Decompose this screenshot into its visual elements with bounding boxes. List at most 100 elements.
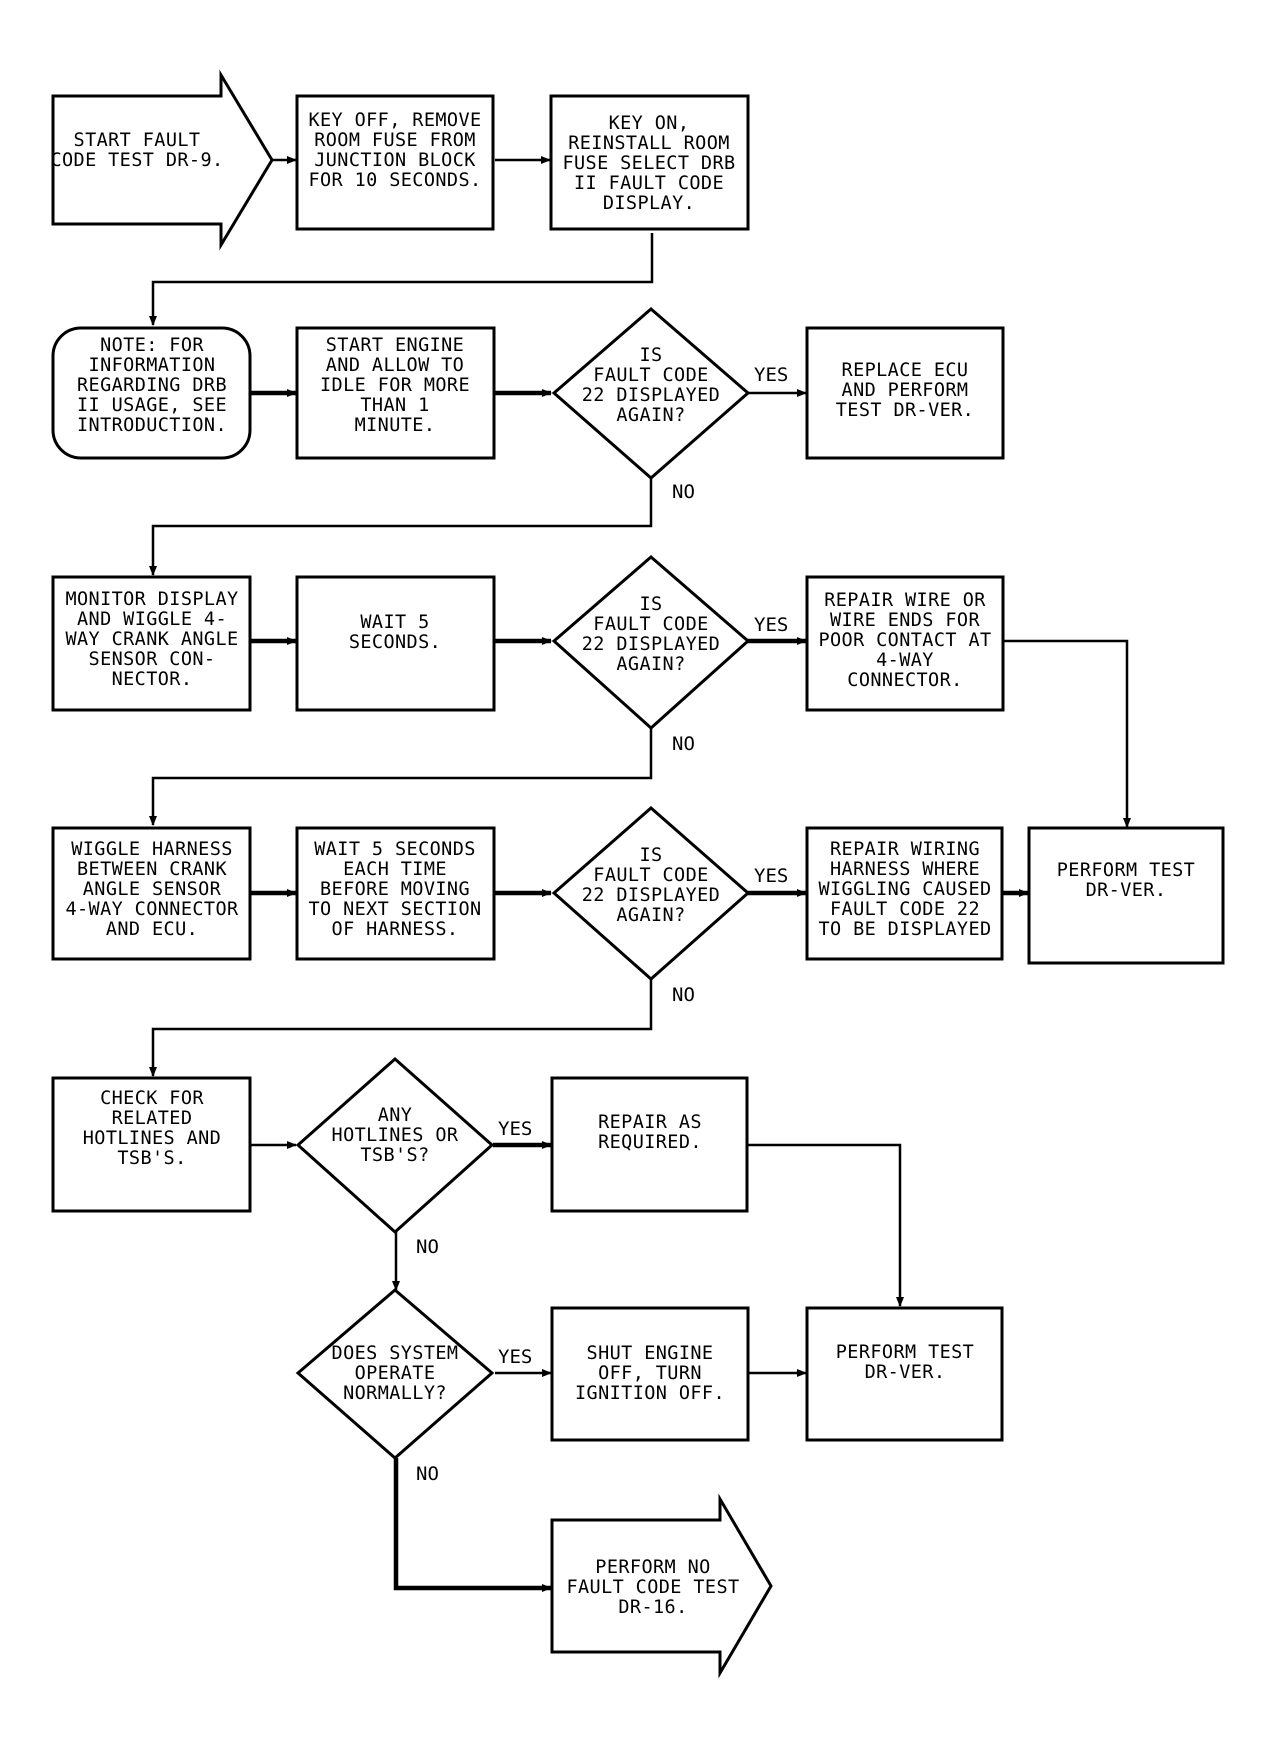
key-off-box xyxy=(295,94,495,231)
key-on-box xyxy=(549,94,750,231)
start-engine-line: IDLE FOR MORE xyxy=(320,375,470,396)
decision-3-yes-label: YES xyxy=(754,865,788,887)
decision-2-line: 22 DISPLAYED xyxy=(582,634,720,655)
system-yes-label: YES xyxy=(498,1346,532,1368)
decision-system-diamond xyxy=(295,1288,495,1460)
wait-5-each-line: BEFORE MOVING xyxy=(320,879,470,900)
key-on-line: DISPLAY. xyxy=(603,193,695,214)
perform-no-fault-line: DR-16. xyxy=(618,1597,687,1618)
perform-test-1-box xyxy=(1027,826,1225,965)
decision-2-line: IS xyxy=(639,594,662,615)
perform-test-1-line: DR-VER. xyxy=(1086,880,1167,901)
repair-wire-box xyxy=(805,575,1005,712)
key-on-line: KEY ON, xyxy=(609,113,690,134)
branch-labels: YES NO YES NO YES NO YES NO YES NO xyxy=(416,364,788,1485)
start-line: CODE TEST DR-9. xyxy=(50,150,223,171)
decision-2-line: FAULT CODE xyxy=(593,614,708,635)
note-line: INFORMATION xyxy=(89,355,216,376)
wait-5-each-box xyxy=(295,826,496,961)
start-engine-box xyxy=(295,326,496,460)
repair-required-line: REQUIRED. xyxy=(598,1132,702,1153)
shut-engine-line: SHUT ENGINE xyxy=(587,1343,714,1364)
monitor-display-line: SENSOR CON- xyxy=(89,649,216,670)
repair-wiring-line: REPAIR WIRING xyxy=(830,839,980,860)
repair-required-box xyxy=(550,1076,749,1213)
decision-1-line: AGAIN? xyxy=(616,405,685,426)
repair-wire-line: POOR CONTACT AT xyxy=(818,630,991,651)
connector-repair-required-to-perform-test xyxy=(748,1143,904,1307)
wiggle-harness-line: WIGGLE HARNESS xyxy=(71,839,233,860)
shapes xyxy=(51,69,1225,1679)
wait-5-each-line: WAIT 5 SECONDS xyxy=(314,839,476,860)
check-related-line: RELATED xyxy=(112,1108,193,1129)
start-engine-line: THAN 1 xyxy=(360,395,429,416)
start-line: START FAULT xyxy=(74,130,201,151)
wait-5-line: WAIT 5 xyxy=(360,612,429,633)
key-off-line: ROOM FUSE FROM xyxy=(314,130,476,151)
shut-engine-line: IGNITION OFF. xyxy=(575,1383,725,1404)
decision-1-line: IS xyxy=(639,345,662,366)
monitor-display-box xyxy=(51,575,252,712)
system-no-label: NO xyxy=(416,1463,439,1485)
decision-1-line: 22 DISPLAYED xyxy=(582,385,720,406)
replace-ecu-box xyxy=(805,326,1005,460)
perform-no-fault-line: FAULT CODE TEST xyxy=(566,1577,739,1598)
repair-wiring-line: WIGGLING CAUSED xyxy=(818,879,991,900)
decision-hotlines-diamond xyxy=(295,1056,495,1235)
check-related-box xyxy=(51,1076,252,1213)
perform-no-fault-arrow-shape xyxy=(550,1493,773,1679)
repair-wiring-box xyxy=(805,826,1004,961)
replace-ecu-line: REPLACE ECU xyxy=(842,360,969,381)
decision-1-diamond xyxy=(551,307,751,480)
repair-wiring-line: TO BE DISPLAYED xyxy=(818,919,991,940)
monitor-display-line: AND WIGGLE 4- xyxy=(77,609,227,630)
decision-hotlines-line: ANY xyxy=(378,1105,413,1126)
decision-3-line: AGAIN? xyxy=(616,905,685,926)
decision-hotlines-line: TSB'S? xyxy=(360,1145,429,1166)
key-off-line: FOR 10 SECONDS. xyxy=(308,170,481,191)
decision-3-line: FAULT CODE xyxy=(593,865,708,886)
connector-decision1-no xyxy=(149,478,653,576)
check-related-line: CHECK FOR xyxy=(100,1088,204,1109)
decision-2-no-label: NO xyxy=(672,733,695,755)
decision-2-yes-label: YES xyxy=(754,614,788,636)
repair-wire-line: CONNECTOR. xyxy=(847,670,962,691)
decision-system-line: NORMALLY? xyxy=(343,1383,447,1404)
start-engine-line: MINUTE. xyxy=(355,415,436,436)
decision-2-line: AGAIN? xyxy=(616,654,685,675)
repair-required-line: REPAIR AS xyxy=(598,1112,702,1133)
check-related-line: TSB'S. xyxy=(117,1148,186,1169)
decision-3-line: 22 DISPLAYED xyxy=(582,885,720,906)
decision-3-diamond xyxy=(551,806,751,982)
wiggle-harness-box xyxy=(51,826,252,961)
key-off-line: KEY OFF, REMOVE xyxy=(308,110,481,131)
start-engine-line: AND ALLOW TO xyxy=(326,355,464,376)
repair-wiring-line: HARNESS WHERE xyxy=(830,859,980,880)
start-engine-line: START ENGINE xyxy=(326,335,464,356)
note-line: NOTE: FOR xyxy=(100,335,204,356)
perform-test-1-line: PERFORM TEST xyxy=(1057,860,1195,881)
monitor-display-line: NECTOR. xyxy=(112,669,193,690)
perform-no-fault-line: PERFORM NO xyxy=(595,1557,710,1578)
